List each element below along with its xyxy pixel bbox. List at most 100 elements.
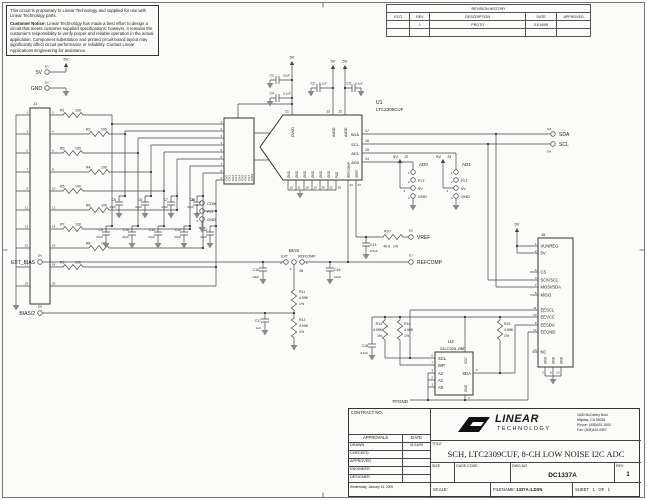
j1-pin: 2 [52,111,54,115]
j1-connector: J1 1 3 5 7 9 11 13 15 17 19 2 4 6 8 10 1… [12,101,56,311]
c3-ref: C3 [347,82,352,86]
e3-ref: E3 [547,127,551,131]
u1-ad1-num: 15 [365,148,369,152]
r6-value: 100 [101,204,107,208]
u2-vcc: VCC [464,357,468,364]
role-engineer: ENGINEER [349,467,403,475]
addr-line: Phone: (408)432-1900 [577,423,611,428]
r9-ref: R9 [60,261,65,265]
e6-label: EXT_BIAS [11,260,36,266]
r11-tol: 1% [299,302,304,306]
j2-num: 3 [403,189,405,193]
j4-jumper: J4 COM FLT GND 1 2 3 [191,197,216,233]
j1-pin: 15 [25,244,29,248]
c2-ref: C2 [311,82,316,86]
e5-ref: E5 [409,229,413,233]
u1-gnd: GND [295,170,299,178]
r15-value: 4.99K [504,328,514,332]
j3-net: AD1 [462,162,471,167]
j5-pin-num: 11 [533,306,536,310]
v5-label: 5V [331,59,336,64]
j6-num: 3 [280,261,282,265]
cage-code-cell: CAGE CODE [455,463,511,483]
u1-mux-input: CH2 [231,175,235,181]
bias-network: E6 EXT_BIAS E8 BIAS/2 E7 REFCOMP BIAS EX… [11,248,443,351]
r7-ref: R7 [60,223,65,227]
dwg-no-label: DWG NO [512,464,528,468]
logo-area: LINEAR TECHNOLOGY 1630 McCarthy Blvd. Mi… [431,409,641,441]
r12-ref: R12 [299,318,305,322]
j4-num: 3 [196,219,198,223]
e8-ref: E8 [38,305,42,309]
role-approved: APPROVED [349,459,403,467]
u1-avdd: AVDD [332,127,336,137]
j5-pin-num: 12 [533,328,537,332]
r13-tol: 1% [377,334,382,338]
v5-label: 5V [515,222,520,227]
j5-gnd: GND [560,356,564,364]
v5-label: 5V [290,55,295,60]
dwg-no-value: DC1337A [548,472,577,479]
j5-pin-num: 5 [535,291,537,295]
c17-value: 1uF [256,326,261,330]
rev-rev: 1 [409,20,431,29]
j5-pin: MOSI/SDA [541,285,562,290]
e1-label: 5V [36,70,43,76]
u2-pin-num: 1 [431,383,433,387]
j1-pin: 13 [25,225,29,229]
u1-pad-num: 25 [338,186,342,190]
j5-pin: NC [541,350,547,355]
u2-part: 24LC025-I/ST [440,346,465,351]
u1-mux-pin: 6 [220,155,222,159]
u1-gnd: GND [327,170,331,178]
footer-date: Wednesday, January 14, 2009 [349,483,431,498]
u1-ad0: AD0 [351,160,360,165]
v5-label: 5V [343,59,348,64]
c4-value: 0.1uF [283,92,291,96]
u1-mux-input: CH4 [237,175,241,181]
j4-ref: J4 [191,197,196,202]
addr-line: Milpitas, CA 95035 [577,418,606,423]
u1-avdd1-num: 13 [326,110,330,114]
c13-ref: C13 [201,228,207,232]
drawing-title: SCH, LTC2309CUF, 8-CH LOW NOISE I2C ADC [447,449,625,459]
u2-gnd-num: 4 [468,396,470,400]
v5-label: 5V [64,57,69,62]
u1-mux-input: COM [250,174,254,182]
u1-dvdd-num: 21 [285,110,289,114]
u1-gnd-num: 11 [298,186,301,190]
u1-vref: VREF [355,169,359,178]
r5-ref: R5 [60,185,65,189]
u1-mux-input: CH0 [225,175,229,181]
j1-pin: 9 [26,187,28,191]
u1-adc: U1 LTC2309CUF CH0 CH1 CH2 CH3 CH4 CH5 CH… [220,100,404,262]
j1-pin: 1 [26,111,28,115]
j2-opt: 5V [418,186,423,191]
eeprom-section: U2 24LC025-I/ST SCL WP A2 A1 A0 6 7 3 2 … [360,309,538,404]
approvals-header: APPROVALS [349,435,403,443]
c16-value: 10uF [334,275,341,279]
filename-cell: FILENAME: 1337A-1.DSN [491,483,573,498]
j1-pin: 8 [52,168,54,172]
j6-left: EXT [281,255,289,259]
j5-pin: EEVCC [541,315,555,320]
j5-pin-num: 14 [533,348,537,352]
j1-pin: 14 [52,225,56,229]
j5-pin-num: 1 [535,242,537,246]
drawn-date: 01/14/09 [403,443,431,451]
j5-pin: EEGND [541,330,556,335]
j3-opt: GND [461,194,470,199]
r1-ref: R1 [60,109,65,113]
u2-pin-num: 3 [431,369,433,373]
u2-pin-num: 2 [431,376,433,380]
u1-mux-pin: 4 [220,141,222,145]
r11-value: 4.99K [299,296,309,300]
j3-opt: 5V [461,186,466,191]
j4-opt: FLT [207,209,214,214]
r10-value: 49.9 [383,245,390,249]
u1-gnd: GND [319,170,323,178]
u1-scl-num: 16 [365,139,369,143]
rev-value: 1 [626,472,630,478]
r15-tol: 1% [504,334,509,338]
